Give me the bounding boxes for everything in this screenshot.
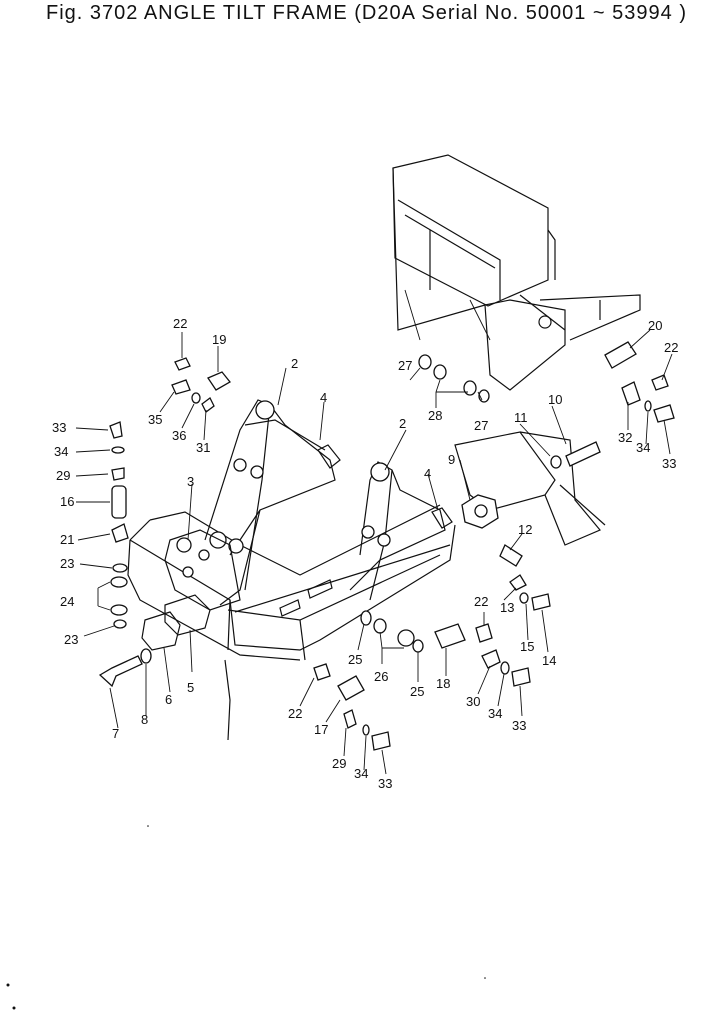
callout-15: 15 bbox=[520, 639, 534, 654]
callout-6: 6 bbox=[165, 692, 172, 707]
callout-14: 14 bbox=[542, 653, 556, 668]
callout-3: 3 bbox=[187, 474, 194, 489]
callout-29: 29 bbox=[332, 756, 346, 771]
angle-tilt-frame-drawing bbox=[127, 399, 456, 741]
callout-4: 4 bbox=[320, 390, 327, 405]
callout-35: 35 bbox=[148, 412, 162, 427]
scan-marks bbox=[6, 825, 486, 1010]
part-number-labels: 2 2 3 4 4 5 6 7 8 9 10 11 12 13 14 15 16… bbox=[52, 316, 678, 791]
callout-23: 23 bbox=[60, 556, 74, 571]
callout-30: 30 bbox=[466, 694, 480, 709]
callout-20: 20 bbox=[648, 318, 662, 333]
callout-19: 19 bbox=[212, 332, 226, 347]
callout-22: 22 bbox=[173, 316, 187, 331]
tractor-housing-drawing bbox=[392, 154, 641, 391]
leader-lines bbox=[75, 329, 673, 775]
callout-10: 10 bbox=[548, 392, 562, 407]
callout-12: 12 bbox=[518, 522, 532, 537]
callout-25: 25 bbox=[348, 652, 362, 667]
callout-32: 32 bbox=[618, 430, 632, 445]
callout-22: 22 bbox=[664, 340, 678, 355]
callout-27: 27 bbox=[474, 418, 488, 433]
callout-28: 28 bbox=[428, 408, 442, 423]
callout-33: 33 bbox=[52, 420, 66, 435]
callout-18: 18 bbox=[436, 676, 450, 691]
callout-34: 34 bbox=[354, 766, 368, 781]
callout-33: 33 bbox=[662, 456, 676, 471]
callout-9: 9 bbox=[448, 452, 455, 467]
callout-23: 23 bbox=[64, 632, 78, 647]
callout-26: 26 bbox=[374, 669, 388, 684]
callout-25: 25 bbox=[410, 684, 424, 699]
callout-34: 34 bbox=[54, 444, 68, 459]
hardware-parts-drawing bbox=[98, 341, 675, 751]
callout-5: 5 bbox=[187, 680, 194, 695]
callout-2: 2 bbox=[399, 416, 406, 431]
callout-17: 17 bbox=[314, 722, 328, 737]
callout-24: 24 bbox=[60, 594, 74, 609]
callout-8: 8 bbox=[141, 712, 148, 727]
pusher-arm-drawing bbox=[454, 431, 606, 546]
callout-34: 34 bbox=[636, 440, 650, 455]
callout-34: 34 bbox=[488, 706, 502, 721]
callout-22: 22 bbox=[288, 706, 302, 721]
callout-31: 31 bbox=[196, 440, 210, 455]
callout-16: 16 bbox=[60, 494, 74, 509]
callout-11: 11 bbox=[514, 410, 528, 425]
callout-4: 4 bbox=[424, 466, 431, 481]
callout-29: 29 bbox=[56, 468, 70, 483]
callout-13: 13 bbox=[500, 600, 514, 615]
figure-title: Fig. 3702 ANGLE TILT FRAME (D20A Serial … bbox=[46, 2, 687, 24]
callout-27: 27 bbox=[398, 358, 412, 373]
callout-22: 22 bbox=[474, 594, 488, 609]
callout-36: 36 bbox=[172, 428, 186, 443]
callout-21: 21 bbox=[60, 532, 74, 547]
callout-33: 33 bbox=[378, 776, 392, 791]
callout-7: 7 bbox=[112, 726, 119, 741]
callout-2: 2 bbox=[291, 356, 298, 371]
callout-33: 33 bbox=[512, 718, 526, 733]
